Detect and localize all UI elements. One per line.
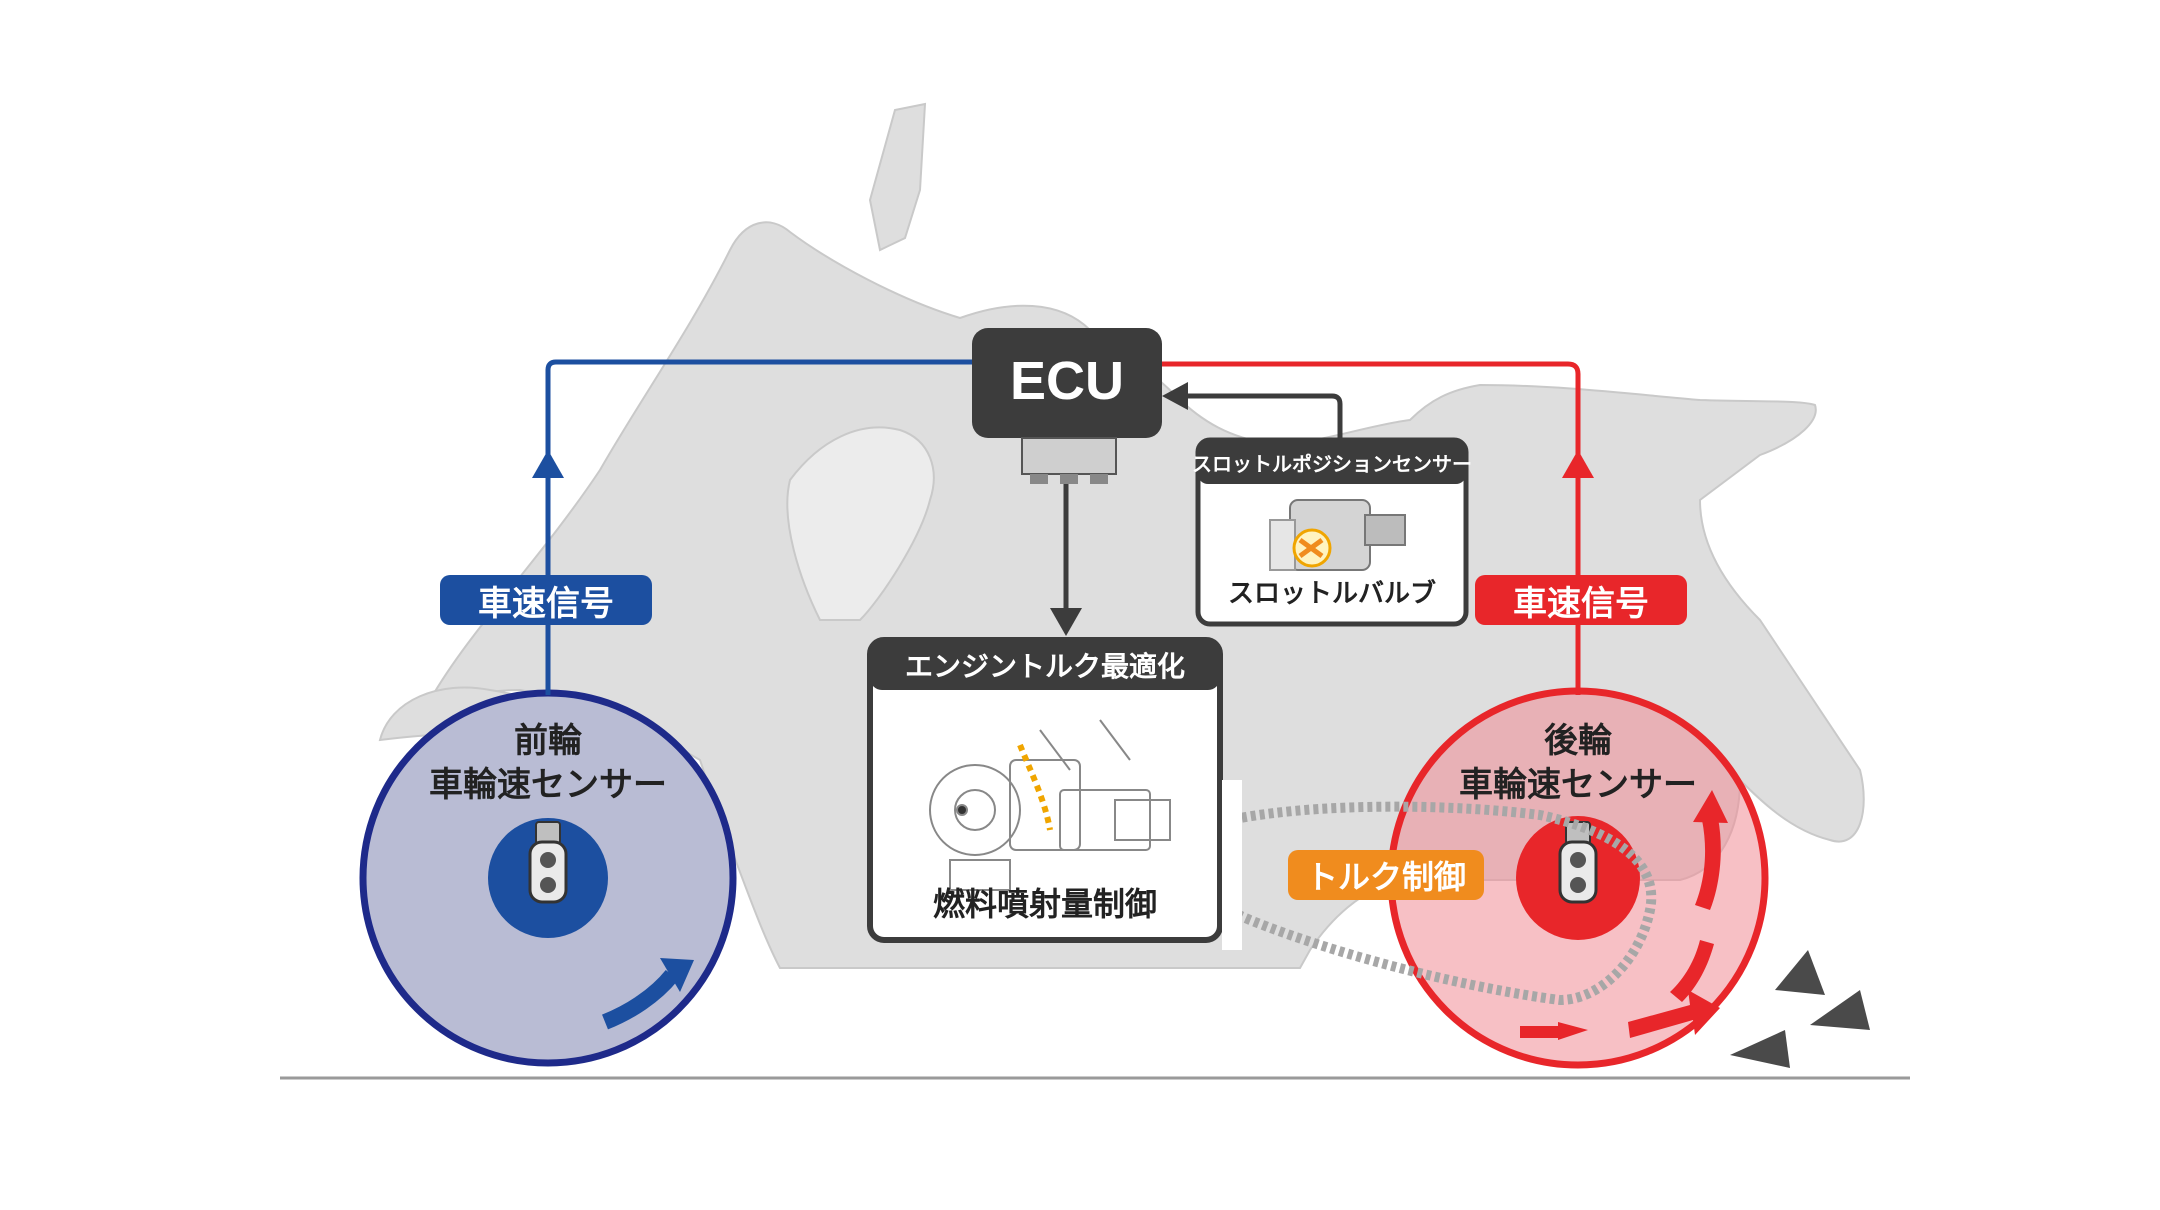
front-rotation-arrow-icon bbox=[601, 969, 679, 1030]
rear-sensor-label-line2: 車輪速センサー bbox=[1459, 765, 1697, 805]
front-signal-badge: 車速信号 bbox=[440, 575, 652, 625]
tire-grip-marks-icon bbox=[1730, 950, 1870, 1068]
front-sensor-icon bbox=[528, 821, 568, 904]
drive-belt bbox=[1167, 801, 1657, 1006]
front-signal-arrowhead-icon bbox=[532, 450, 564, 478]
front-signal-line bbox=[545, 359, 972, 695]
engine-torque-box bbox=[867, 637, 1242, 950]
rear-wheel bbox=[1167, 687, 1870, 1069]
ecu-box bbox=[972, 328, 1162, 438]
fuel-injection-caption: 燃料噴射量制御 bbox=[932, 885, 1157, 923]
throttle-sensor-box bbox=[1195, 437, 1469, 627]
rear-signal-line bbox=[1162, 361, 1581, 695]
ecu-to-engine-arrowhead-icon bbox=[1050, 608, 1082, 636]
rear-signal-badge: 車速信号 bbox=[1475, 575, 1687, 625]
throttle-valve-caption: スロットルバルブ bbox=[1227, 579, 1436, 609]
ecu-unit bbox=[972, 328, 1162, 484]
ecu-label: ECU bbox=[1009, 351, 1124, 411]
torque-control-badge: トルク制御 bbox=[1288, 850, 1484, 900]
rear-sensor-label-line1: 後輪 bbox=[1544, 721, 1612, 761]
throttle-to-ecu-line bbox=[1180, 393, 1343, 440]
engine-torque-title: エンジントルク最適化 bbox=[904, 650, 1185, 683]
front-wheel bbox=[359, 689, 737, 1067]
throttle-to-ecu-arrowhead-icon bbox=[1162, 382, 1188, 410]
rear-signal-arrowhead-icon bbox=[1562, 450, 1594, 478]
front-sensor-label-line2: 車輪速センサー bbox=[429, 765, 667, 805]
throttle-sensor-title: スロットルポジションセンサー bbox=[1192, 451, 1472, 476]
engine-illustration-icon bbox=[929, 719, 1171, 891]
rear-rotation-arrows-icon bbox=[1520, 790, 1728, 1040]
throttle-body-icon bbox=[1269, 499, 1406, 571]
rear-sensor-icon bbox=[1558, 821, 1598, 904]
front-sensor-label-line1: 前輪 bbox=[514, 721, 582, 761]
